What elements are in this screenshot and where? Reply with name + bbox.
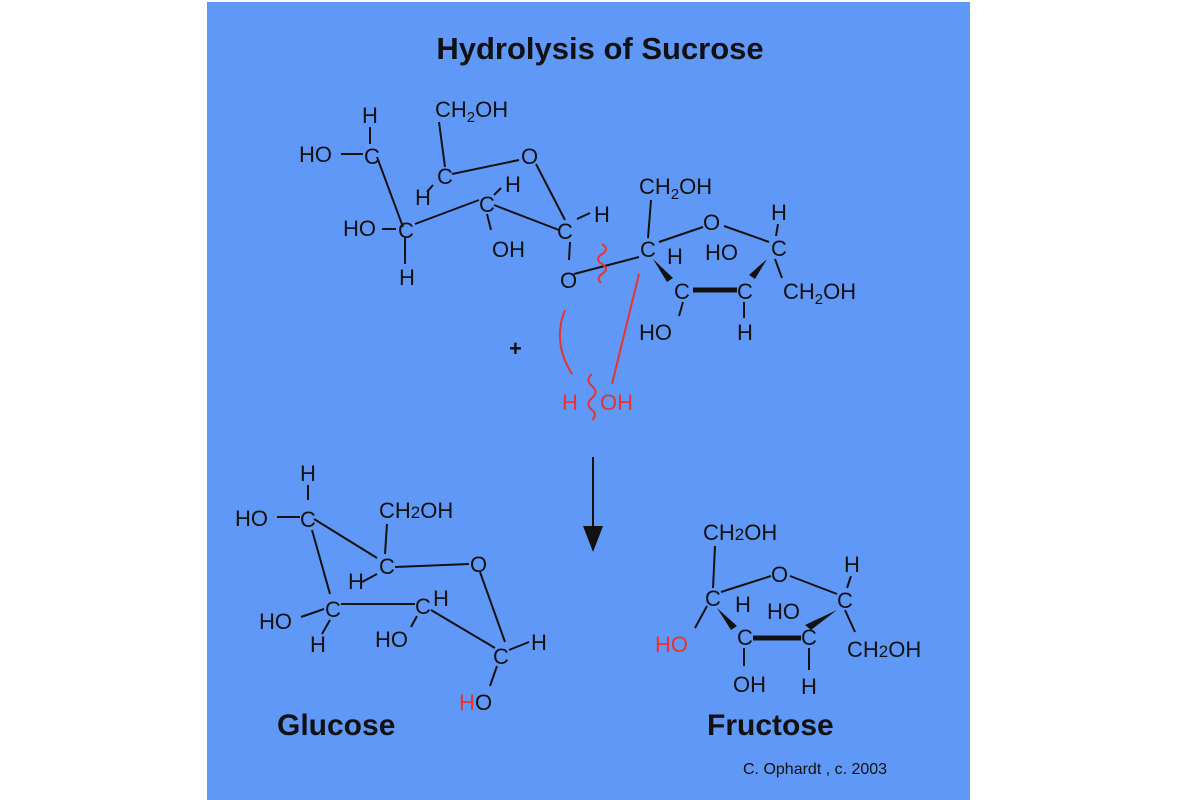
atom-label: HO (235, 506, 268, 531)
atom-label: C (801, 625, 817, 650)
atom-label: HO (767, 599, 800, 624)
atom-label: HO (299, 142, 332, 167)
plus-sign: + (509, 336, 522, 361)
atom-label: C (300, 507, 316, 532)
atom-label: C (771, 236, 787, 261)
credit-text: C. Ophardt , c. 2003 (743, 761, 887, 778)
atom-label: H (433, 586, 449, 611)
atom-label-red: H (459, 690, 475, 715)
atom-label: H (667, 244, 683, 269)
reaction-arrow-head (583, 526, 603, 552)
atom-label: HO (705, 240, 738, 265)
water-molecule: H OH (562, 373, 633, 421)
atom-label: H (362, 103, 378, 128)
atom-label: H (594, 202, 610, 227)
atom-label: O (475, 690, 492, 715)
diagram-title: Hydrolysis of Sucrose (436, 31, 763, 66)
atom-label: H (801, 674, 817, 699)
atom-label: O (470, 552, 487, 577)
glycosidic-bond (573, 256, 640, 275)
atom-label: C (415, 594, 431, 619)
atom-label: H (399, 265, 415, 290)
atom-label: C (364, 144, 380, 169)
atom-label: C (640, 237, 656, 262)
atom-label: C (674, 279, 690, 304)
atom-label: C (705, 586, 721, 611)
atom-label: O (771, 562, 788, 587)
atom-label: CH2OH (379, 498, 453, 523)
atom-label: H (737, 320, 753, 345)
glucose-label: Glucose (277, 709, 395, 742)
water-h: H (562, 390, 578, 415)
wedge-bond (717, 608, 737, 630)
fructose-structure: CH2OH C O C H CH2OH C C H HO HO OH H (655, 520, 921, 699)
atom-label: H (300, 461, 316, 486)
atom-label: H (771, 200, 787, 225)
atom-label: HO (639, 320, 672, 345)
atom-label: HO (259, 609, 292, 634)
atom-label: C (325, 597, 341, 622)
atom-label: O (560, 268, 577, 293)
red-line (611, 273, 640, 385)
atom-label: O (521, 144, 538, 169)
atom-label: CH2OH (847, 637, 921, 662)
atom-label: C (493, 644, 509, 669)
atom-label: CH2OH (435, 97, 508, 126)
wedge-bond (805, 610, 837, 630)
atom-label: C (379, 554, 395, 579)
atom-label: C (737, 625, 753, 650)
diagram-panel: Hydrolysis of Sucrose H CH2OH HO C O C (207, 2, 970, 800)
atom-label: C (437, 164, 453, 189)
hydrolysis-diagram: Hydrolysis of Sucrose H CH2OH HO C O C (207, 2, 970, 800)
atom-label: H (415, 185, 431, 210)
bond-break-squiggle (597, 243, 607, 284)
atom-label: OH (733, 672, 766, 697)
glucose-structure: H HO C CH2OH C O H HO C H C H HO C H H O (235, 461, 547, 715)
atom-label: H (505, 172, 521, 197)
atom-label: C (737, 279, 753, 304)
atom-label: CH2OH (703, 520, 777, 545)
wedge-bond (749, 259, 767, 279)
atom-label: H (531, 630, 547, 655)
atom-label: O (703, 210, 720, 235)
water-oh: OH (600, 390, 633, 415)
red-arc (558, 309, 573, 375)
atom-label: C (837, 588, 853, 613)
atom-label: HO (343, 216, 376, 241)
atom-label: C (398, 218, 414, 243)
atom-label: H (844, 552, 860, 577)
bond-break-squiggle (587, 373, 597, 421)
atom-label: H (310, 632, 326, 657)
fructose-label: Fructose (707, 709, 834, 742)
atom-label: H (735, 592, 751, 617)
atom-label: H (348, 569, 364, 594)
atom-label: HO (375, 627, 408, 652)
atom-label-red: HO (655, 632, 688, 657)
wedge-bond (653, 259, 673, 282)
atom-label: C (557, 219, 573, 244)
atom-label: C (479, 192, 495, 217)
sucrose-glucose-ring: H CH2OH HO C O C H H C HO C OH C H H O (299, 97, 610, 293)
atom-label: OH (492, 237, 525, 262)
